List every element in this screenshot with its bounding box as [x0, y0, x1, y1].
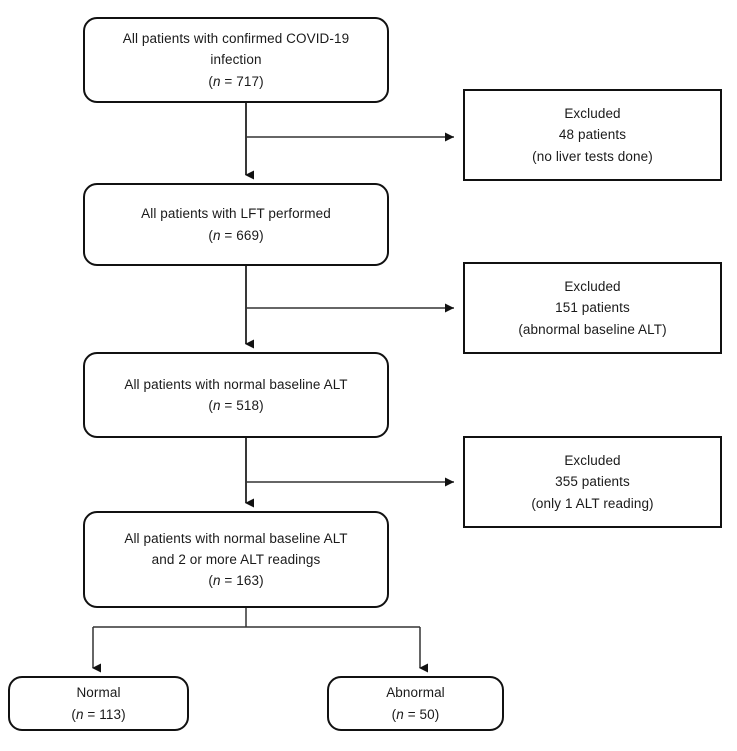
node-confirmed-covid: All patients with confirmed COVID-19 inf…: [83, 17, 389, 103]
node-two-readings-line-1: All patients with normal baseline ALT: [124, 530, 348, 546]
node-result-normal-title: Normal: [76, 685, 121, 701]
node-result-normal: Normal (n = 113): [8, 676, 189, 731]
node-excluded-1-reason: (no liver tests done): [532, 148, 653, 164]
node-excluded-2-reason: (abnormal baseline ALT): [518, 321, 667, 337]
node-normal-alt-n-value: 518: [236, 398, 260, 413]
node-result-abnormal-count: (n = 50): [391, 706, 440, 722]
node-lft-n-symbol: n: [212, 227, 221, 243]
node-confirmed-n-symbol: n: [212, 73, 221, 89]
node-confirmed-line-1: All patients with confirmed COVID-19: [122, 31, 350, 46]
node-two-readings-line-2: and 2 or more ALT readings: [151, 551, 321, 567]
node-lft-line-1: All patients with LFT performed: [141, 206, 331, 222]
node-lft-count: (n = 669): [208, 227, 264, 243]
node-excluded-no-liver-tests: Excluded 48 patients (no liver tests don…: [463, 89, 722, 181]
node-lft-n-value: 669: [236, 227, 260, 243]
node-confirmed-n-value: 717: [236, 73, 260, 89]
node-two-readings-n-symbol: n: [212, 573, 221, 589]
node-two-readings-n-value: 163: [236, 573, 260, 589]
node-result-normal-n-symbol: n: [75, 706, 84, 722]
node-confirmed-count: (n = 717): [208, 73, 264, 89]
node-normal-alt-n-symbol: n: [212, 398, 221, 413]
node-confirmed-line-2: infection: [210, 52, 262, 68]
node-result-abnormal-n-symbol: n: [396, 706, 404, 722]
node-two-readings-count: (n = 163): [208, 573, 264, 589]
node-normal-alt-line-1: All patients with normal baseline ALT: [124, 376, 348, 392]
node-excluded-3-title: Excluded: [564, 453, 621, 468]
node-excluded-2-title: Excluded: [564, 279, 621, 294]
node-result-normal-count: (n = 113): [71, 706, 126, 722]
node-excluded-3-count: 355 patients: [555, 474, 630, 490]
node-excluded-1-count: 48 patients: [558, 127, 627, 143]
node-result-abnormal: Abnormal (n = 50): [327, 676, 504, 731]
node-normal-alt-count: (n = 518): [208, 398, 264, 413]
node-excluded-abnormal-baseline: Excluded 151 patients (abnormal baseline…: [463, 262, 722, 354]
node-normal-baseline-alt: All patients with normal baseline ALT (n…: [83, 352, 389, 438]
node-two-or-more-alt-readings: All patients with normal baseline ALT an…: [83, 511, 389, 608]
node-excluded-3-reason: (only 1 ALT reading): [531, 495, 654, 511]
connector-split-results: [92, 608, 428, 673]
node-result-abnormal-n-value: 50: [419, 706, 435, 722]
node-excluded-1-title: Excluded: [564, 106, 621, 121]
node-lft-performed: All patients with LFT performed (n = 669…: [83, 183, 389, 266]
node-result-abnormal-title: Abnormal: [386, 685, 445, 701]
node-excluded-single-alt-reading: Excluded 355 patients (only 1 ALT readin…: [463, 436, 722, 528]
node-result-normal-n-value: 113: [99, 706, 122, 722]
node-excluded-2-count: 151 patients: [555, 300, 630, 316]
